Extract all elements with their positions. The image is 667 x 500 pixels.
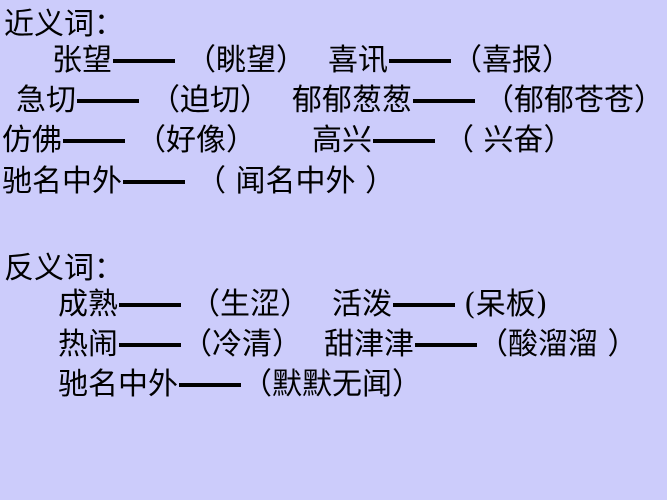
pair-term: 高兴 — [312, 123, 372, 158]
word-pair: 成熟 （生涩） — [58, 288, 310, 322]
dash-connector — [77, 98, 139, 103]
dash-connector — [389, 58, 451, 63]
word-pair: 仿佛 （好像） — [2, 124, 256, 158]
dash-connector — [63, 138, 125, 143]
pair-term: 驰名中外 — [2, 164, 122, 199]
pair-term: 仿佛 — [2, 123, 62, 158]
dash-connector — [123, 179, 185, 184]
pair-term: 张望 — [52, 43, 112, 78]
word-pair: 甜津津 （酸溜溜 ） — [324, 328, 638, 362]
synonyms-row-1: 张望 （眺望） 喜讯 （喜报） — [52, 44, 572, 78]
dash-connector — [119, 302, 181, 307]
pair-antonym: （默默无闻） — [242, 367, 422, 402]
word-pair: 高兴 （ 兴奋） — [312, 124, 574, 158]
word-pair: 热闹 （冷清） — [58, 328, 302, 362]
pair-synonym: （喜报） — [452, 43, 572, 78]
synonyms-row-4: 驰名中外 （ 闻名中外 ） — [2, 165, 395, 199]
dash-connector — [413, 98, 475, 103]
dash-connector — [415, 342, 477, 347]
pair-term: 喜讯 — [328, 43, 388, 78]
pair-term: 急切 — [16, 83, 76, 118]
pair-synonym: （好像） — [136, 123, 256, 158]
pair-term: 驰名中外 — [58, 367, 178, 402]
word-pair: 驰名中外 （ 闻名中外 ） — [2, 165, 395, 199]
synonyms-heading: 近义词： — [4, 7, 124, 42]
pair-antonym: (呆板) — [464, 287, 548, 322]
antonyms-row-1: 成熟 （生涩） 活泼 (呆板) — [58, 288, 547, 322]
dash-connector — [119, 342, 181, 347]
dash-connector — [373, 138, 435, 143]
pair-term: 活泼 — [332, 287, 392, 322]
pair-synonym: （ 兴奋） — [444, 123, 574, 158]
antonyms-row-2: 热闹 （冷清） 甜津津 （酸溜溜 ） — [58, 328, 638, 362]
word-pair: 驰名中外 （默默无闻） — [58, 368, 422, 402]
dash-connector — [393, 302, 455, 307]
word-pair: 喜讯 （喜报） — [328, 44, 572, 78]
dash-connector — [113, 58, 175, 63]
pair-term: 热闹 — [58, 327, 118, 362]
pair-term: 成熟 — [58, 287, 118, 322]
antonyms-row-3: 驰名中外 （默默无闻） — [58, 368, 422, 402]
pair-synonym: （迫切） — [150, 83, 270, 118]
word-pair: 张望 （眺望） — [52, 44, 306, 78]
pair-synonym: （郁郁苍苍） — [484, 83, 664, 118]
dash-connector — [179, 382, 241, 387]
synonyms-row-2: 急切 （迫切） 郁郁葱葱 （郁郁苍苍） — [16, 84, 664, 118]
pair-synonym: （ 闻名中外 ） — [196, 164, 396, 199]
word-pair: 郁郁葱葱 （郁郁苍苍） — [292, 84, 664, 118]
pair-antonym: （生涩） — [190, 287, 310, 322]
antonyms-heading: 反义词： — [4, 251, 124, 286]
word-pair: 急切 （迫切） — [16, 84, 270, 118]
word-pair: 活泼 (呆板) — [332, 288, 547, 322]
pair-antonym: （冷清） — [182, 327, 302, 362]
pair-term: 甜津津 — [324, 327, 414, 362]
synonyms-row-3: 仿佛 （好像） 高兴 （ 兴奋） — [2, 124, 574, 158]
pair-antonym: （酸溜溜 ） — [478, 327, 638, 362]
pair-synonym: （眺望） — [186, 43, 306, 78]
pair-term: 郁郁葱葱 — [292, 83, 412, 118]
